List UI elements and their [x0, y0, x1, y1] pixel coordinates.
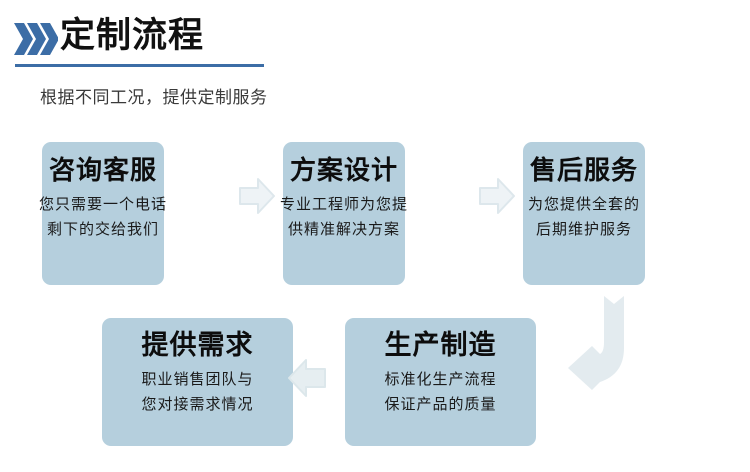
flow-step-description-line: 为您提供全套的	[527, 197, 640, 213]
title-underline-divider	[15, 64, 264, 67]
arrow-u-turn-down-left-icon	[546, 286, 638, 392]
flow-step-description-line: 职业销售团队与	[141, 372, 254, 388]
flow-step-description-line: 您只需要一个电话	[39, 197, 168, 213]
flow-step-title: 售后服务	[529, 155, 638, 185]
flow-step-title: 提供需求	[141, 330, 254, 360]
flow-step-title: 生产制造	[384, 330, 497, 360]
arrow-right-icon	[238, 176, 276, 216]
flow-step-title: 咨询客服	[48, 155, 157, 185]
page-header: 定制流程 根据不同工况，提供定制服务	[0, 0, 750, 107]
flow-step-card-2[interactable]: 方案设计 专业工程师为您提 供精准解决方案	[280, 142, 408, 285]
flow-step-description-line: 专业工程师为您提	[280, 197, 409, 213]
flow-step-description-line: 后期维护服务	[535, 222, 632, 238]
flow-step-title: 方案设计	[289, 155, 398, 185]
flow-step-description: 为您提供全套的 后期维护服务	[528, 193, 640, 243]
flow-step-description-line: 标准化生产流程	[384, 372, 497, 388]
triple-chevron-right-icon	[14, 22, 59, 56]
flow-step-description-line: 剩下的交给我们	[47, 222, 160, 238]
flow-step-description: 专业工程师为您提 供精准解决方案	[280, 193, 408, 243]
flow-step-card-1[interactable]: 咨询客服 您只需要一个电话 剩下的交给我们	[39, 142, 167, 285]
page-title: 定制流程	[60, 16, 205, 55]
flow-step-description: 职业销售团队与 您对接需求情况	[141, 368, 253, 418]
flow-step-description-line: 供精准解决方案	[288, 222, 401, 238]
flow-step-description: 您只需要一个电话 剩下的交给我们	[39, 193, 167, 243]
arrow-left-icon	[286, 356, 328, 400]
flow-step-description-line: 您对接需求情况	[141, 397, 254, 413]
flow-step-card-4[interactable]: 生产制造 标准化生产流程 保证产品的质量	[345, 318, 536, 446]
flow-step-card-5[interactable]: 提供需求 职业销售团队与 您对接需求情况	[102, 318, 293, 446]
page-subtitle: 根据不同工况，提供定制服务	[40, 88, 268, 107]
flow-step-card-3[interactable]: 售后服务 为您提供全套的 后期维护服务	[523, 142, 645, 285]
flow-step-description: 标准化生产流程 保证产品的质量	[384, 368, 496, 418]
arrow-right-icon	[478, 176, 516, 216]
flow-step-description-line: 保证产品的质量	[384, 397, 497, 413]
